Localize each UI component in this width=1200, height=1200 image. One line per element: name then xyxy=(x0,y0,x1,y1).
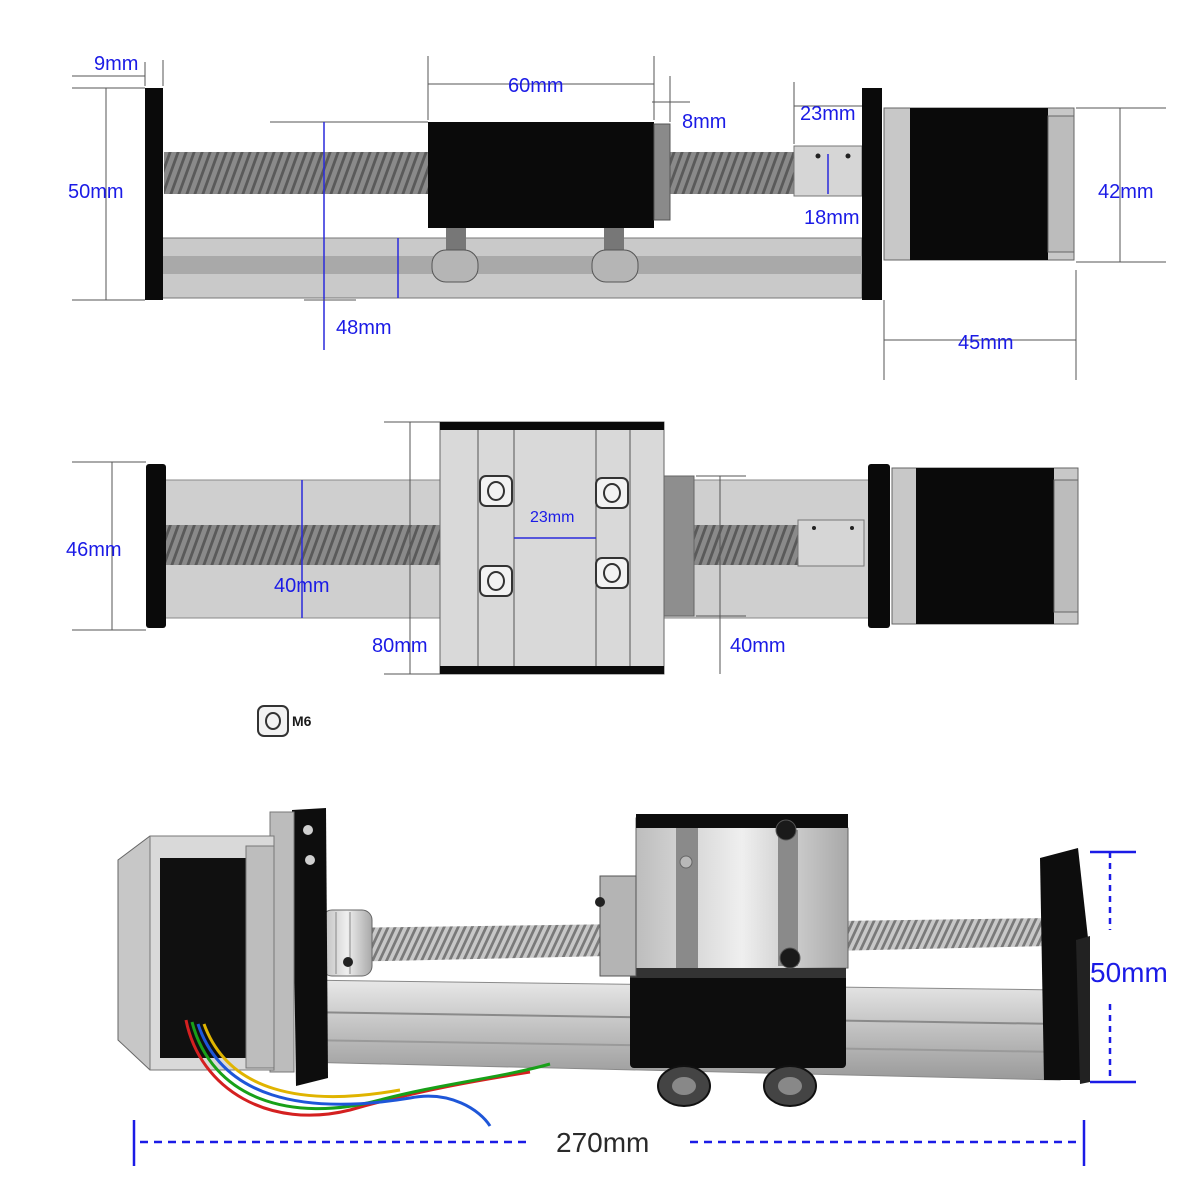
wheel-left xyxy=(431,249,479,283)
photo-carriage-base xyxy=(630,968,846,1068)
dim-60mm: 60mm xyxy=(508,75,564,97)
plan-left-plate xyxy=(146,464,166,628)
motor-end-plate xyxy=(862,88,882,300)
screw-hole-icon xyxy=(257,705,289,737)
photo-wire-green xyxy=(190,1021,551,1111)
wheel-right xyxy=(591,249,639,283)
dim-8mm: 8mm xyxy=(682,111,726,133)
photo-far-end-plate xyxy=(1040,848,1088,1080)
photo-motor-plate xyxy=(292,808,328,1086)
photo-dim-50mm: 50mm xyxy=(1090,957,1168,988)
dim-23mm-coupler: 23mm xyxy=(800,103,856,125)
dim-48mm: 48mm xyxy=(336,317,392,339)
dim-46mm: 46mm xyxy=(66,539,122,561)
dim-45mm: 45mm xyxy=(958,332,1014,354)
nut-block xyxy=(653,123,671,221)
mount-hole-bl xyxy=(479,565,513,597)
photo-cap-screw-top xyxy=(775,819,797,841)
dim-23mm-holes: 23mm xyxy=(530,509,574,526)
left-end-plate xyxy=(145,88,163,300)
plan-motor-plate xyxy=(868,464,890,628)
mount-hole-br xyxy=(595,557,629,589)
screw-label: M6 xyxy=(292,713,312,729)
dim-40mm-right: 40mm xyxy=(730,635,786,657)
mount-hole-tl xyxy=(479,475,513,507)
dim-18mm: 18mm xyxy=(804,207,860,229)
photo-cap-screw-bottom xyxy=(779,947,801,969)
top-view: 9mm 50mm 60mm 8mm 23mm 18mm 48mm 42mm xyxy=(68,53,1166,380)
mount-hole-tr xyxy=(595,477,629,509)
product-photo: 50mm 270mm xyxy=(117,808,1168,1166)
dim-50mm-height: 50mm xyxy=(68,181,124,203)
dim-40mm-left: 40mm xyxy=(274,575,330,597)
photo-carriage-top xyxy=(635,817,849,971)
photo-dim-270mm: 270mm xyxy=(556,1127,649,1158)
plan-view: 46mm 40mm 23mm 80mm 40mm xyxy=(66,421,1079,675)
photo-wire-blue xyxy=(196,1023,492,1127)
m6-screw-legend: M6 xyxy=(257,705,312,737)
dim-42mm: 42mm xyxy=(1098,181,1154,203)
plan-carriage xyxy=(439,421,665,675)
dim-9mm: 9mm xyxy=(94,53,138,75)
dim-80mm: 80mm xyxy=(372,635,428,657)
photo-wire-yellow xyxy=(202,1023,401,1099)
carriage-block xyxy=(428,122,654,228)
